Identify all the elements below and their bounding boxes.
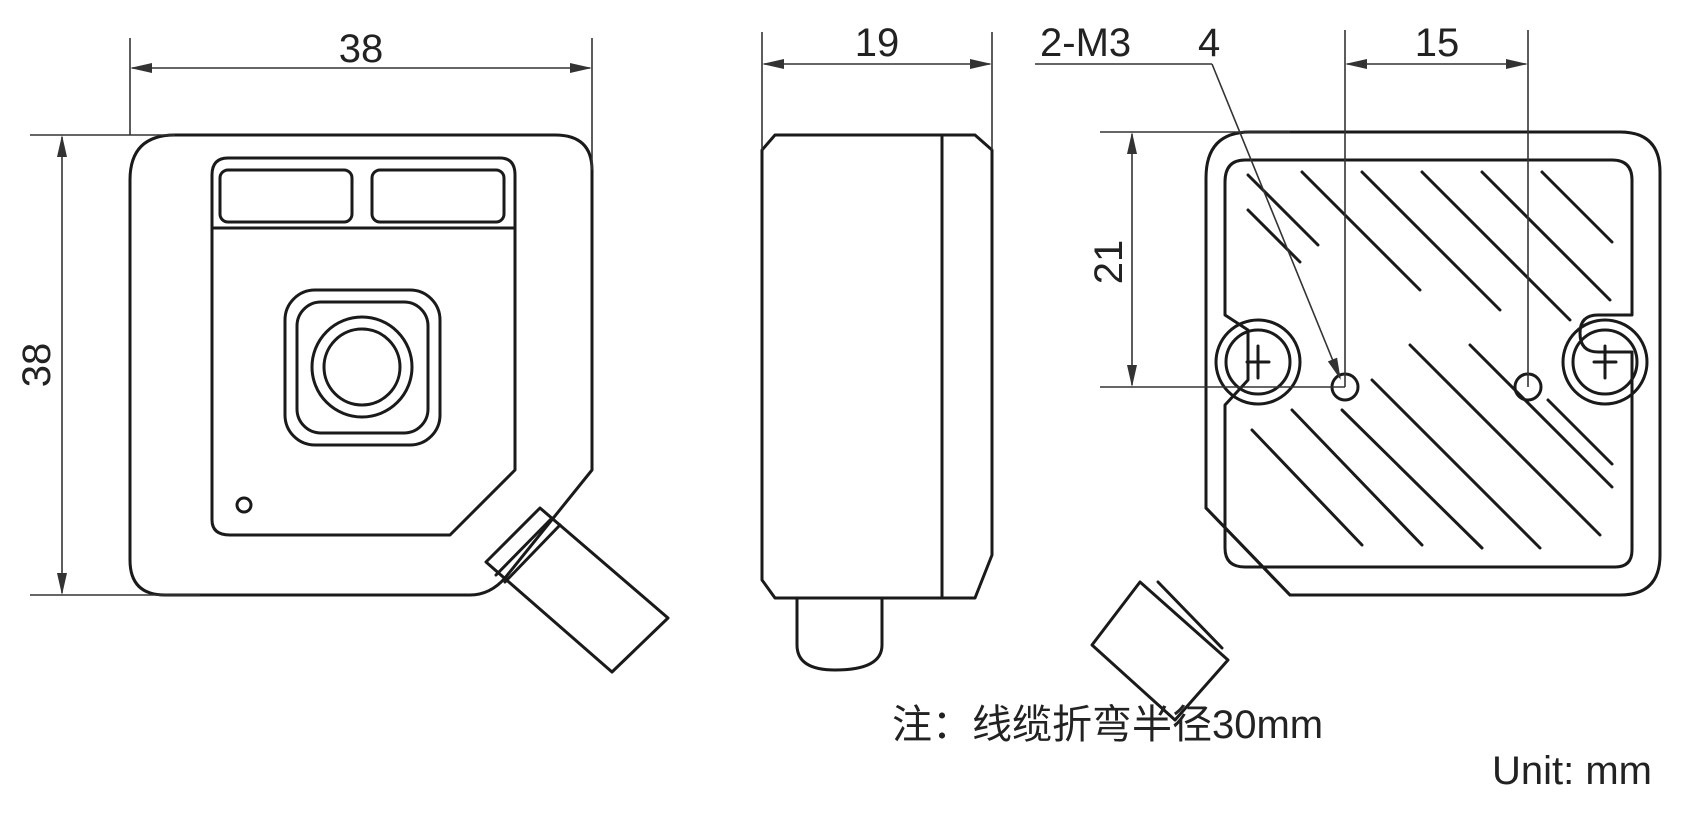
back-view: 15 21 2-M3 4 [1035,21,1662,722]
front-inner-outline [210,156,517,537]
lens-frame [283,288,442,447]
dim-side-depth: 19 [855,21,900,65]
back-cable [1090,580,1230,722]
mounting-screw-right [1561,318,1649,406]
thread-label: 2-M3 [1040,21,1131,65]
heat-sink-slots [1246,170,1614,550]
unit-label: Unit: mm [1492,749,1652,793]
front-body-outline [128,133,594,597]
thread-depth: 4 [1198,21,1220,65]
side-view: 19 [760,21,994,672]
side-body-outline [760,133,994,600]
dim-hole-height: 21 [1087,240,1131,285]
led-window-left [218,168,354,224]
front-cable [484,506,670,674]
front-view: 38 38 [15,27,670,674]
dim-front-height: 38 [15,343,59,388]
dim-front-width: 38 [339,27,384,71]
cable-bend-note: 注：线缆折弯半径30mm [892,703,1323,747]
indicator-dot [235,496,253,514]
mounting-screw-left [1214,318,1302,406]
back-grille-frame [1223,158,1634,569]
back-body-outline [1204,130,1662,597]
side-cable [795,596,884,672]
dim-hole-spacing: 15 [1415,21,1460,65]
led-window-right [370,168,506,224]
camera-lens [310,315,414,419]
